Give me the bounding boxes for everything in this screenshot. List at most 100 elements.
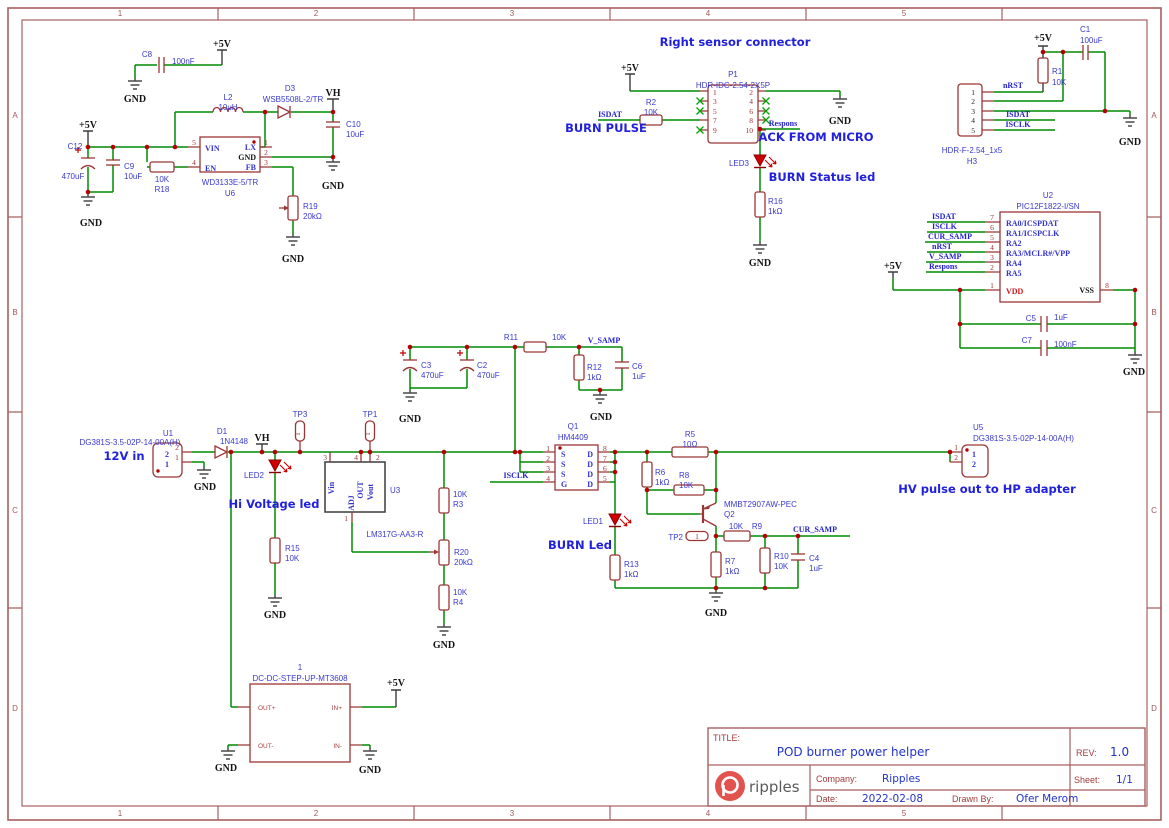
title-block[interactable]: ripples TITLE: POD burner power helper R… <box>707 727 1146 807</box>
label-vin-25: VIN <box>205 144 220 153</box>
label-5-30: 5 <box>192 138 196 147</box>
label-1-147: 1 <box>344 514 348 523</box>
label-10k-157: 10K <box>453 588 468 597</box>
label-right-sensor-connector-35: Right sensor connector <box>660 35 811 49</box>
label-hm4409-121: HM4409 <box>558 433 589 442</box>
label-1uf-103: 1uF <box>1054 313 1068 322</box>
vh-filter-section[interactable] <box>400 341 629 381</box>
label-+5v-12: +5V <box>79 120 98 131</box>
label-4-145: 4 <box>354 453 358 462</box>
label-gnd-114: GND <box>399 414 421 425</box>
border-col-top-2: 2 <box>314 9 319 18</box>
q2-mmbt2907-transistor[interactable] <box>700 502 717 527</box>
label-r7-193: R7 <box>725 557 736 566</box>
label-lx-27: LX <box>245 143 256 152</box>
label-vss-100: VSS <box>1079 286 1094 295</box>
label-1-189: 1 <box>695 532 699 541</box>
label-10-60: 10 <box>746 126 754 135</box>
label-gnd-119: GND <box>590 412 612 423</box>
label-gnd-215: GND <box>359 765 381 776</box>
label-8-59: 8 <box>749 116 753 125</box>
label-100nf-1: 100nF <box>172 57 195 66</box>
label-vout-142: Vout <box>366 484 375 500</box>
label-10k-153: 10K <box>453 490 468 499</box>
label-adj-143: ADJ <box>347 495 356 511</box>
label-2-33: 2 <box>264 148 268 157</box>
label-2-146: 2 <box>376 453 380 462</box>
label-r4-158: R4 <box>453 598 464 607</box>
label-r12-115: R12 <box>587 363 602 372</box>
label-c8-0: C8 <box>142 50 153 59</box>
label-hdr-idc-2-54-2x5p-37: HDR-IDC-2.54-2X5P <box>696 81 770 90</box>
label-ra4-97: RA4 <box>1006 259 1022 268</box>
company-value: Ripples <box>882 773 920 785</box>
border-col-top-1: 1 <box>118 9 123 18</box>
label-v-samp-109: V_SAMP <box>588 336 621 345</box>
stepup-module-section[interactable] <box>238 683 362 763</box>
label-10uf-10: 10uF <box>346 130 364 139</box>
label-470uf-113: 470uF <box>477 371 500 380</box>
label-1-91: 1 <box>990 281 994 290</box>
label-1-160: 1 <box>546 444 550 453</box>
label-r8-184: R8 <box>679 471 690 480</box>
label-nrst-66: nRST <box>1003 81 1024 90</box>
label-r19-22: R19 <box>303 202 318 211</box>
label-r5-180: R5 <box>685 430 696 439</box>
label-1-151: 1 <box>363 432 372 436</box>
label-r15-133: R15 <box>285 544 300 553</box>
label-r6-182: R6 <box>655 468 666 477</box>
label-6-166: 6 <box>603 464 607 473</box>
label-led1-176: LED1 <box>583 517 604 526</box>
date-label: Date: <box>816 794 838 804</box>
company-label: Company: <box>816 774 857 784</box>
icsp-header-section[interactable] <box>957 45 1089 137</box>
rev-label: REV: <box>1076 748 1097 758</box>
label-c9-15: C9 <box>124 162 135 171</box>
label-hdr-f-2-54-1x5-70: HDR-F-2.54_1x5 <box>942 146 1003 155</box>
label-isdat-41: ISDAT <box>598 110 623 119</box>
border-row-right-B: B <box>1151 308 1156 317</box>
drawn-by-value: Ofer Merom <box>1016 793 1078 805</box>
label-1-204: 1 <box>954 443 958 452</box>
label-isdat-79: ISDAT <box>932 212 957 221</box>
mosfet-driver-section[interactable] <box>543 444 805 581</box>
label-led3-46: LED3 <box>729 159 750 168</box>
label-r3-154: R3 <box>453 500 464 509</box>
label-gnd-21: GND <box>80 218 102 229</box>
u3-lm317-box <box>324 461 386 513</box>
label-10uh-5: 10uH <box>218 103 237 112</box>
label-d-175: D <box>587 480 593 489</box>
label-wd3133e-5-tr-19: WD3133E-5/TR <box>202 178 259 187</box>
label-5-53: 5 <box>713 107 717 116</box>
border-col-bottom-2: 2 <box>314 809 319 818</box>
label-out--212: OUT- <box>258 743 274 750</box>
label-10k-134: 10K <box>285 554 300 563</box>
hv-output-section[interactable] <box>950 444 989 478</box>
label-7-165: 7 <box>603 454 607 463</box>
label-lm317g-aa3-r-149: LM317G-AA3-R <box>367 530 424 539</box>
q1-hm4409-box <box>554 444 599 491</box>
label-burn-pulse-42: BURN PULSE <box>565 121 647 135</box>
right-sensor-connector-section[interactable] <box>639 84 777 218</box>
label-gnd-128: GND <box>194 482 216 493</box>
border-col-top-5: 5 <box>902 9 907 18</box>
label-r9-191: R9 <box>752 522 763 531</box>
input-and-lm317-section[interactable] <box>152 420 450 611</box>
label-gnd-11: GND <box>322 181 344 192</box>
label-2-90: 2 <box>990 263 994 272</box>
label-6-86: 6 <box>990 223 994 232</box>
mcu-section[interactable] <box>985 211 1113 356</box>
label-c6-117: C6 <box>632 362 643 371</box>
label-gnd-28: GND <box>238 153 256 162</box>
label-470uf-111: 470uF <box>421 371 444 380</box>
rev-value: 1.0 <box>1110 745 1129 759</box>
label-10uf-16: 10uF <box>124 172 142 181</box>
h3-header-box <box>957 83 983 137</box>
label-u5-200: U5 <box>973 423 984 432</box>
border-col-bottom-3: 3 <box>510 809 515 818</box>
label-d3-6: D3 <box>285 84 296 93</box>
label-v-samp-83: V_SAMP <box>929 252 962 261</box>
boost-5v-to-vh-section[interactable] <box>75 57 340 221</box>
logo-text: ripples <box>749 778 800 796</box>
